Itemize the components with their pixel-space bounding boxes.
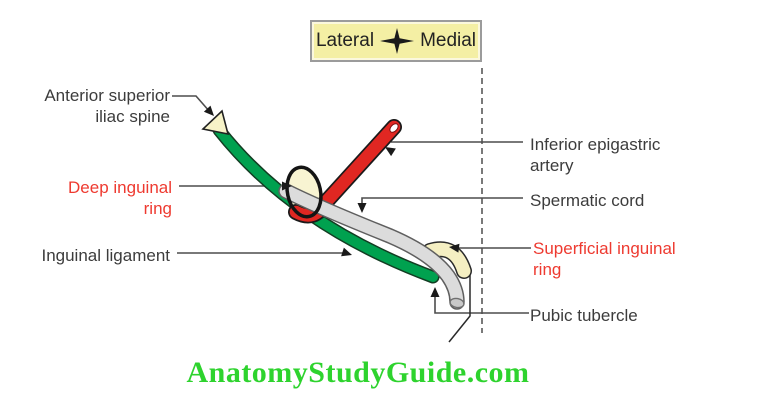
- spermatic-cord-leader-line: [361, 197, 523, 208]
- label-anterior-superior-iliac-spine: Anterior superior iliac spine: [44, 85, 170, 128]
- superficial-ring-label-line2: ring: [533, 260, 562, 280]
- superficial-ring-label-line1: Superficial inguinal: [533, 239, 676, 258]
- leader-arrowheads: [203, 105, 460, 297]
- asis-arrowhead: [203, 105, 214, 116]
- pubic-tubercle-leader-line: [434, 292, 529, 314]
- label-spermatic-cord: Spermatic cord: [530, 190, 644, 211]
- asis-label-line2: iliac spine: [95, 107, 170, 127]
- cord-cut-end: [449, 297, 465, 309]
- pubic-tubercle-label-text: Pubic tubercle: [530, 306, 638, 325]
- compass-star-icon: [380, 28, 415, 54]
- pubic-tubercle-arrowhead: [430, 287, 440, 297]
- artery-opening: [389, 123, 399, 133]
- orientation-legend: Lateral Medial: [310, 20, 482, 62]
- label-superficial-inguinal-ring: Superficial inguinal ring: [533, 238, 676, 281]
- deep-ring-arrowhead: [282, 181, 292, 191]
- asis-label-line1: Anterior superior: [44, 86, 170, 105]
- label-pubic-tubercle: Pubic tubercle: [530, 305, 638, 326]
- watermark-text: AnatomyStudyGuide.com: [186, 356, 530, 389]
- superficial-inguinal-ring-shape: [422, 241, 472, 279]
- label-deep-inguinal-ring: Deep inguinal ring: [68, 177, 172, 220]
- asis-marker: [201, 109, 230, 136]
- asis-leader-line: [172, 95, 211, 113]
- medial-label: Medial: [420, 30, 477, 51]
- deep-inguinal-ring-outline: [285, 165, 323, 219]
- inguinal-ligament-label-text: Inguinal ligament: [41, 246, 170, 265]
- inferior-epigastric-label-line2: artery: [530, 156, 574, 176]
- inferior-epigastric-arrowhead: [385, 147, 396, 157]
- inferior-epigastric-label-line1: Inferior epigastric: [530, 135, 661, 154]
- lateral-label: Lateral: [315, 30, 375, 51]
- inguinal-ligament-arrowhead: [341, 247, 352, 257]
- spermatic-cord-band: [278, 183, 465, 310]
- spermatic-cord-arrowhead: [357, 203, 367, 213]
- label-inferior-epigastric-artery: Inferior epigastric artery: [530, 134, 660, 177]
- superficial-ring-arrowhead: [449, 243, 460, 253]
- leader-lines: [172, 95, 531, 314]
- spermatic-cord-label-text: Spermatic cord: [530, 191, 645, 210]
- label-inguinal-ligament: Inguinal ligament: [41, 245, 170, 266]
- deep-ring-label-line2: ring: [143, 199, 172, 219]
- deep-ring-label-line1: Deep inguinal: [68, 178, 172, 197]
